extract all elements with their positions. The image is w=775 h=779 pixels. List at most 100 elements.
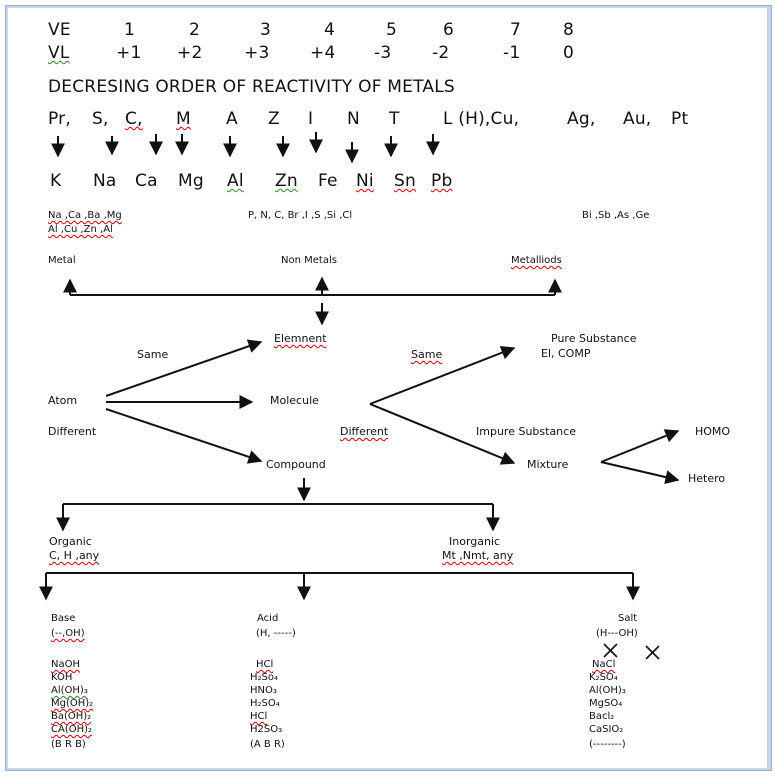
metal-symbol: Pb [431, 171, 453, 191]
salt-item: CaSIO₂ [589, 724, 624, 735]
base-item: Mg(OH)₂ [51, 698, 94, 709]
acid-item: HCl [256, 659, 274, 670]
arrow-to-compound [105, 408, 263, 464]
ve-value: 4 [324, 20, 336, 40]
base-formula: (--,OH) [51, 628, 85, 639]
same-label: Same [411, 348, 443, 361]
homo-label: HOMO [695, 425, 731, 438]
arrow-to-mixture [369, 403, 516, 465]
vl-value: +1 [116, 43, 142, 63]
arrow-to-pure [369, 346, 516, 405]
metal-list: Na ,Ca ,Ba ,Mg [48, 210, 122, 221]
salt-item: Bacl₂ [589, 711, 615, 722]
mnemonic-item: S, [92, 109, 109, 129]
ve-value: 5 [386, 20, 398, 40]
arrow-to-element [105, 339, 263, 397]
base-title: Base [51, 613, 76, 624]
mnemonic-item: Pt [671, 109, 689, 129]
ve-label: VE [48, 20, 71, 40]
ve-value: 1 [124, 20, 136, 40]
mnemonic-item: T [389, 109, 400, 129]
mnemonic-item: C, [125, 109, 143, 129]
base-item: CA(OH)₂ [51, 724, 93, 735]
hetero-label: Hetero [688, 472, 726, 485]
metal-symbol: Ca [135, 171, 158, 191]
ve-value: 7 [510, 20, 522, 40]
nonmetal-list: P, N, C, Br ,I ,S ,Si ,Cl [248, 210, 353, 221]
same-label: Same [137, 348, 169, 361]
vl-value: +4 [310, 43, 336, 63]
mnemonic-item: N [347, 109, 360, 129]
base-item: (B R B) [51, 739, 86, 750]
mnemonic-item: Ag, [567, 109, 596, 129]
mnemonic-item: L (H),Cu, [443, 109, 520, 129]
different-label: Different [340, 425, 389, 438]
acid-item: (A B R) [250, 739, 285, 750]
diagram-arrows [39, 132, 680, 660]
ve-value: 8 [563, 20, 575, 40]
metal-symbol: Mg [178, 171, 204, 191]
metal-symbol: Al [227, 171, 244, 191]
atom-label: Atom [48, 394, 78, 407]
pure-substance-label: Pure Substance [551, 332, 637, 345]
acid-item: HNO₃ [250, 685, 277, 696]
inorganic-label: Inorganic [449, 535, 501, 548]
vl-value: -2 [432, 43, 450, 63]
metal-symbol: Fe [318, 171, 338, 191]
salt-item: Al(OH)₃ [589, 685, 626, 696]
organic-label: Organic [49, 535, 92, 548]
vl-value: +2 [177, 43, 203, 63]
reactivity-title: DECRESING ORDER OF REACTIVITY OF METALS [48, 77, 455, 97]
mnemonic-item: A [226, 109, 238, 129]
different-label: Different [48, 425, 97, 438]
metal-symbol: Ni [356, 171, 374, 191]
mnemonic-item: Pr, [48, 109, 71, 129]
metal-list: Al ,Cu ,Zn ,Al [48, 224, 113, 235]
salt-item: K₂SO₄ [589, 672, 618, 683]
arrow-to-hetero [600, 461, 680, 484]
salt-title: Salt [618, 613, 638, 624]
mnemonic-item: I [308, 109, 314, 129]
base-item: Ba(OH)₂ [51, 711, 92, 722]
vl-value: -1 [503, 43, 521, 63]
base-item: Al(OH)₃ [51, 685, 88, 696]
base-item: KOH [51, 672, 73, 683]
mnemonic-item: Z [268, 109, 280, 129]
cross-marks [603, 643, 660, 660]
nonmetal-label: Non Metals [281, 255, 337, 266]
document-page: VE 1 2 3 4 5 6 7 8 VL +1 +2 +3 +4 -3 -2 … [5, 5, 772, 771]
salt-item: NaCl [592, 659, 616, 670]
mnemonic-item: M [176, 109, 191, 129]
acid-item: H2SO₃ [250, 724, 283, 735]
salt-formula: (H---OH) [596, 628, 638, 639]
ve-value: 2 [189, 20, 201, 40]
acid-item: H₂So₄ [250, 672, 279, 683]
ve-value: 6 [443, 20, 455, 40]
acid-item: HCl [250, 711, 268, 722]
metalloid-label: Metalliods [511, 255, 562, 266]
pure-substance-sub: El, COMP [541, 347, 591, 360]
salt-item: (--------) [589, 739, 626, 750]
mnemonic-item: Au, [623, 109, 652, 129]
vl-label: VL [48, 43, 70, 63]
metal-symbol: K [50, 171, 62, 191]
ve-value: 3 [260, 20, 272, 40]
inorganic-sub: Mt ,Nmt, any [442, 549, 514, 562]
acid-title: Acid [257, 613, 279, 624]
vl-value: +3 [244, 43, 270, 63]
arrow-to-homo [600, 429, 680, 463]
acid-item: H₂SO₄ [250, 698, 280, 709]
metal-symbol: Zn [275, 171, 298, 191]
organic-sub: C, H ,any [49, 549, 100, 562]
acid-formula: (H, -----) [256, 628, 296, 639]
metal-symbol: Sn [394, 171, 416, 191]
vl-value: -3 [374, 43, 392, 63]
metal-label: Metal [48, 255, 76, 266]
metal-symbol: Na [93, 171, 117, 191]
compound-label: Compound [266, 458, 326, 471]
impure-substance-label: Impure Substance [476, 425, 576, 438]
base-item: NaOH [51, 659, 80, 670]
metalloid-list: Bi ,Sb ,As ,Ge [582, 210, 650, 221]
mixture-label: Mixture [527, 458, 569, 471]
molecule-label: Molecule [270, 394, 319, 407]
